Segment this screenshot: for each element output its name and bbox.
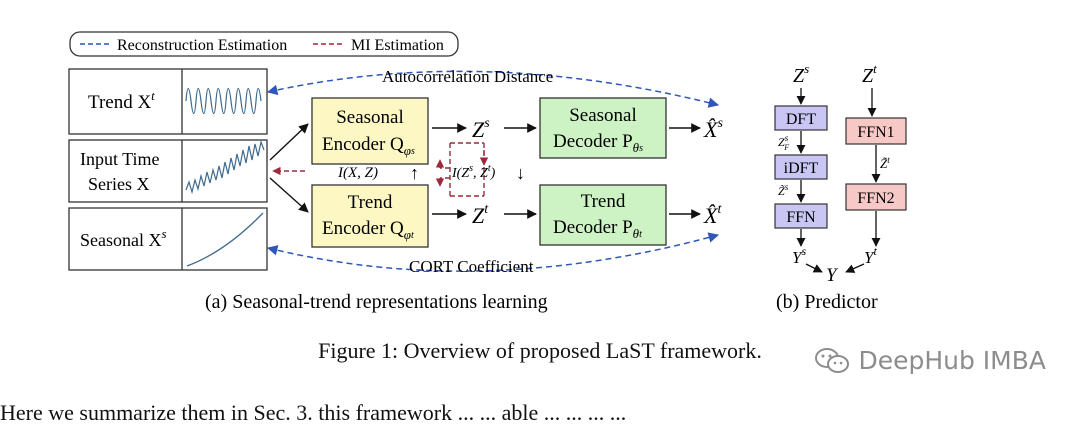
seasonal-panel: Seasonal Xs bbox=[68, 207, 268, 271]
svg-text:X̂t: X̂t bbox=[703, 202, 722, 228]
svg-text:Decoder Pθt: Decoder Pθt bbox=[553, 217, 642, 241]
xhat-s-label: X̂ bbox=[703, 117, 719, 142]
seasonal-waveform bbox=[186, 212, 264, 267]
zt-label: Z bbox=[472, 203, 485, 228]
svg-text:Encoder Qφt: Encoder Qφt bbox=[322, 218, 414, 242]
svg-text:Trend: Trend bbox=[348, 192, 393, 213]
zs-label: Z bbox=[472, 117, 485, 142]
trend-panel: Trend Xt bbox=[68, 68, 268, 135]
svg-text:Trend Xt: Trend Xt bbox=[88, 88, 155, 113]
body-text-cutoff: Here we summarize them in Sec. 3. this f… bbox=[0, 400, 627, 425]
svg-text:Seasonal: Seasonal bbox=[336, 107, 404, 128]
mi-estimation-paths bbox=[272, 142, 489, 197]
mi-zz-label: I(Zs, Zt) bbox=[451, 163, 496, 181]
xhat-t-label: X̂ bbox=[703, 203, 719, 228]
svg-text:Ys: Ys bbox=[792, 244, 806, 267]
dft-box: DFT bbox=[786, 111, 816, 128]
svg-text:X̂s: X̂s bbox=[703, 116, 723, 142]
ffn2-box: FFN2 bbox=[857, 190, 894, 207]
trend-label: Trend X bbox=[88, 92, 151, 113]
svg-text:Zs: Zs bbox=[793, 61, 809, 87]
cort-label: CORT Coefficient bbox=[409, 257, 534, 276]
input-label-line1: Input Time bbox=[80, 149, 160, 169]
autocorrelation-label: Autocorrelation Distance bbox=[382, 67, 553, 86]
seasonal-encoder: Seasonal Encoder Qφs bbox=[311, 97, 429, 165]
input-series-panel: Input Time Series X bbox=[68, 139, 268, 203]
wechat-icon bbox=[815, 347, 850, 373]
trend-decoder: Trend Decoder Pθt bbox=[539, 184, 667, 246]
seasonal-label: Seasonal X bbox=[80, 230, 161, 250]
seasonal-decoder: Seasonal Decoder Pθs bbox=[539, 97, 667, 159]
y-output: Y bbox=[826, 265, 839, 286]
watermark-text: DeepHub IMBA bbox=[858, 346, 1046, 375]
svg-text:Zt: Zt bbox=[862, 61, 877, 87]
svg-text:Decoder Pθs: Decoder Pθs bbox=[553, 131, 643, 155]
svg-text:↑: ↑ bbox=[410, 163, 419, 183]
framework-figure: Reconstruction Estimation MI Estimation … bbox=[68, 31, 907, 313]
svg-text:Yt: Yt bbox=[864, 244, 877, 267]
svg-text:Zt: Zt bbox=[472, 202, 489, 228]
svg-text:Seasonal Xs: Seasonal Xs bbox=[80, 226, 167, 250]
legend-mi: MI Estimation bbox=[351, 37, 444, 54]
svg-text:Encoder Qφs: Encoder Qφs bbox=[322, 134, 415, 158]
svg-text:ZsF: ZsF bbox=[778, 133, 789, 152]
svg-text:Zs: Zs bbox=[472, 116, 490, 142]
idft-box: iDFT bbox=[784, 160, 819, 177]
ffn1-box: FFN1 bbox=[857, 124, 894, 141]
subcaption-b: (b) Predictor bbox=[776, 291, 878, 313]
figure-caption: Figure 1: Overview of proposed LaST fram… bbox=[318, 338, 762, 363]
mi-xz-label: I(X, Z) bbox=[337, 165, 378, 181]
svg-text:Z̃t: Z̃t bbox=[880, 155, 890, 171]
trend-encoder: Trend Encoder Qφt bbox=[311, 184, 429, 248]
svg-text:↓: ↓ bbox=[516, 163, 525, 183]
watermark: DeepHub IMBA bbox=[814, 346, 1046, 375]
input-waveform bbox=[185, 139, 265, 195]
legend: Reconstruction Estimation MI Estimation bbox=[69, 31, 459, 57]
input-label-line2: Series X bbox=[88, 174, 150, 194]
trend-waveform bbox=[185, 87, 262, 115]
svg-text:Trend: Trend bbox=[581, 191, 626, 212]
legend-reconstruction: Reconstruction Estimation bbox=[117, 37, 287, 54]
svg-text:Seasonal: Seasonal bbox=[569, 105, 637, 126]
svg-text:Z̃s: Z̃s bbox=[778, 182, 789, 198]
subcaption-a: (a) Seasonal-trend representations learn… bbox=[205, 291, 548, 313]
ffn-box: FFN bbox=[786, 209, 816, 226]
